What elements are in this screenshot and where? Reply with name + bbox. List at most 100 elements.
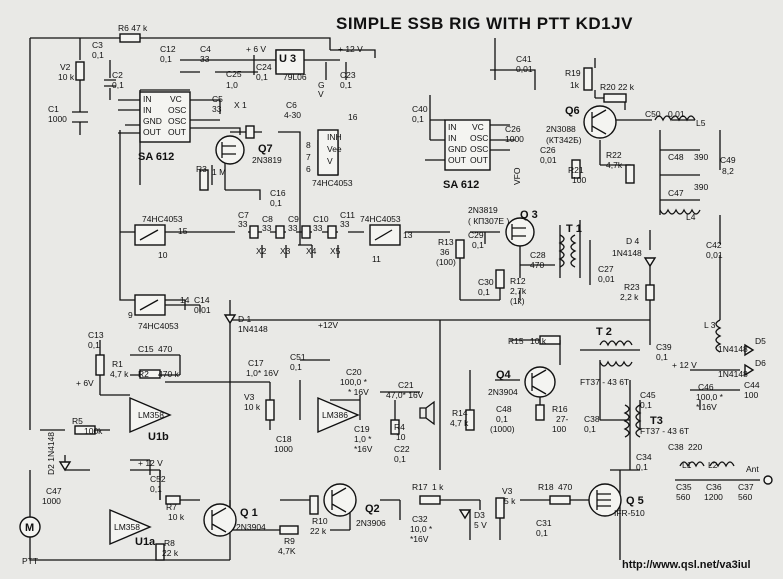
label: 1000	[505, 134, 524, 144]
label: R19	[565, 68, 581, 78]
label: 22 k	[162, 548, 179, 558]
label: C11	[340, 210, 355, 220]
label: 1,0 *	[354, 434, 372, 444]
label: 1200	[704, 492, 723, 502]
label: C37	[738, 482, 754, 492]
ic-74hc4053-switch-b: 13 11 74HC4053	[360, 214, 413, 264]
amp-lm386: LM386	[317, 396, 435, 434]
label: 33	[238, 219, 248, 229]
ic-label: 74HC4053	[360, 214, 401, 224]
label: + 6 V	[246, 44, 266, 54]
label: FT37 - 43 6T	[640, 426, 689, 436]
label: 33	[262, 223, 272, 233]
label: C47	[46, 486, 62, 496]
transistor-q3: Q 3 2N3819 ( КП307Е )	[468, 205, 538, 247]
label: 4,7k	[606, 160, 623, 170]
label: 1N4148	[612, 248, 642, 258]
ic-74hc4053-switch-c: 14 9 74HC4053	[128, 294, 190, 331]
label: C38	[668, 442, 684, 452]
pin-label: GND	[143, 116, 162, 126]
ic-label: LM358	[114, 522, 140, 532]
label: C52	[150, 474, 166, 484]
label: 1000	[42, 496, 61, 506]
ic-label: 74HC4053	[312, 178, 353, 188]
label: D 4	[626, 236, 640, 246]
label: C7	[238, 210, 249, 220]
transistor-type: 2N3819	[252, 155, 282, 165]
label: 47,0* 16V	[386, 390, 424, 400]
label: (1000)	[490, 424, 515, 434]
pin-number: 6	[306, 164, 311, 174]
transistor-name: Q2	[365, 503, 380, 515]
label: R14	[452, 408, 468, 418]
label: PTT	[22, 556, 38, 566]
label: C23	[340, 70, 356, 80]
label: 4-30	[284, 110, 301, 120]
label: C21	[398, 380, 414, 390]
transistor-type: 2N3088	[546, 124, 576, 134]
label: C15	[138, 344, 154, 354]
label: V3	[502, 486, 513, 496]
label: R6 47 k	[118, 23, 148, 33]
transistor-type: 2N3904	[236, 522, 266, 532]
label: L5	[696, 118, 706, 128]
label: C16	[270, 188, 286, 198]
label: C32	[412, 514, 428, 524]
label: C30	[478, 277, 494, 287]
label: T3	[650, 415, 663, 427]
label: C18	[276, 434, 292, 444]
transistor-name: Q4	[496, 369, 512, 381]
label: 33	[288, 223, 298, 233]
label: X4	[306, 246, 317, 256]
ic-sublabel: U1b	[148, 431, 169, 443]
label: C50	[645, 109, 661, 119]
transistor-alt: (КТ342Б)	[546, 135, 582, 145]
label: C24	[256, 62, 272, 72]
pin-label: IN	[143, 94, 152, 104]
ic-label: LM386	[322, 410, 348, 420]
label: 0,1	[92, 50, 104, 60]
pin-label: OSC	[470, 144, 488, 154]
ic-label: U 3	[279, 53, 296, 65]
label: C31	[536, 518, 552, 528]
label: C17	[248, 358, 264, 368]
label: 470 k	[158, 369, 180, 379]
label: 100k	[84, 426, 103, 436]
label: 4,7 k	[110, 369, 129, 379]
label: 0,1	[472, 240, 484, 250]
label: X5	[330, 246, 341, 256]
label: 1N4148	[718, 369, 748, 379]
ic-label: SA 612	[443, 179, 479, 191]
transistor-alt: ( КП307Е )	[468, 216, 509, 226]
label: D3	[474, 510, 485, 520]
ic-u3-regulator: U 3 79L06	[275, 49, 307, 82]
transistor-q7: Q7 2N3819	[215, 135, 282, 165]
transistor-q4: Q4 2N3904	[488, 366, 556, 398]
label: Ant	[746, 464, 759, 474]
label: C38	[584, 414, 600, 424]
label: 0,01	[516, 64, 533, 74]
label: R16	[552, 404, 568, 414]
label: + 6V	[76, 378, 94, 388]
label: C25	[226, 69, 242, 79]
label: D 1	[238, 314, 252, 324]
label: C42	[706, 240, 722, 250]
label: C41	[516, 54, 532, 64]
label: C36	[706, 482, 722, 492]
transistor-type: 2N3819	[468, 205, 498, 215]
label: 1k	[570, 80, 580, 90]
label: V	[318, 89, 324, 99]
label: R21	[568, 165, 584, 175]
label: 0,1	[270, 198, 282, 208]
label: 0,01	[540, 155, 557, 165]
label: + 12 V	[138, 458, 163, 468]
label: 0,1	[150, 484, 162, 494]
ic-label: SA 612	[138, 151, 174, 163]
passive-components	[19, 33, 773, 561]
label: 5 k	[504, 496, 516, 506]
pin-number: 7	[306, 152, 311, 162]
label: C20	[346, 367, 362, 377]
label: *16V	[410, 534, 429, 544]
label: 0,1	[160, 54, 172, 64]
